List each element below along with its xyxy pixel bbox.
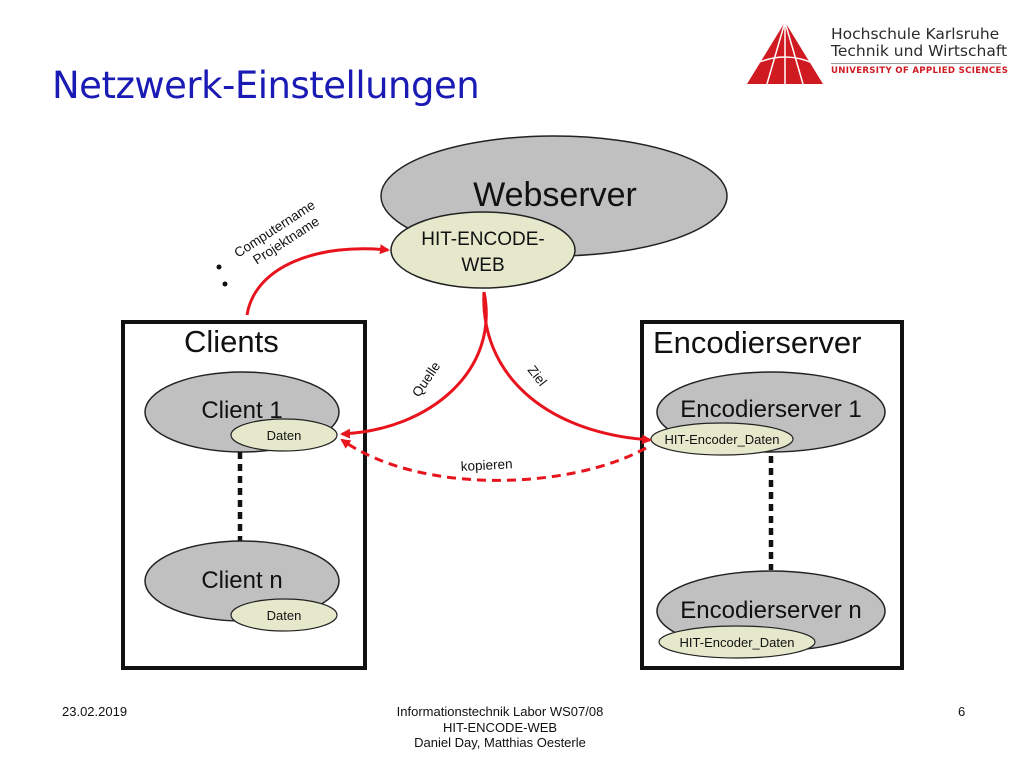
annotation-dot bbox=[216, 264, 222, 270]
encodierserver-heading: Encodierserver bbox=[653, 325, 861, 360]
arrow-kopieren bbox=[340, 438, 647, 482]
university-logo: Hochschule Karlsruhe Technik und Wirtsch… bbox=[745, 20, 1009, 120]
kopieren-label: kopieren bbox=[460, 456, 513, 474]
encodierserver-n-label: Encodierserver n bbox=[680, 597, 861, 624]
webserver-label: Webserver bbox=[473, 176, 637, 214]
clients-heading: Clients bbox=[184, 324, 279, 359]
computer-project-annotation: Computername Projektname bbox=[231, 197, 322, 267]
hit-encode-web-label-line2: WEB bbox=[461, 255, 504, 276]
client-n-daten-label: Daten bbox=[267, 608, 302, 623]
ziel-label: Ziel bbox=[525, 363, 550, 389]
encodierserver-n-daten-label: HIT-Encoder_Daten bbox=[680, 635, 795, 650]
encodierserver-n-daten-node bbox=[658, 625, 816, 659]
logo-line-1: Hochschule Karlsruhe bbox=[831, 25, 1000, 43]
logo-line-3: UNIVERSITY OF APPLIED SCIENCES bbox=[831, 66, 1009, 76]
client-1-daten-label: Daten bbox=[267, 428, 302, 443]
footer-authors: Daniel Day, Matthias Oesterle bbox=[414, 735, 586, 750]
annotation-dot bbox=[222, 281, 228, 287]
hit-encode-web-node bbox=[390, 211, 576, 289]
footer-date: 23.02.2019 bbox=[62, 704, 128, 719]
arrow-ziel bbox=[482, 291, 652, 445]
encodierserver-1-label: Encodierserver 1 bbox=[680, 396, 861, 423]
logo-tent-icon bbox=[747, 21, 823, 85]
quelle-label: Quelle bbox=[409, 359, 443, 400]
page-title: Netzwerk-Einstellungen bbox=[52, 64, 480, 107]
page-number: 6 bbox=[958, 704, 966, 719]
client-n-label: Client n bbox=[201, 567, 282, 594]
footer-center: Informationstechnik Labor WS07/08 HIT-EN… bbox=[300, 704, 700, 751]
footer-course: Informationstechnik Labor WS07/08 bbox=[396, 704, 604, 719]
hit-encode-web-label-line1: HIT-ENCODE- bbox=[421, 229, 545, 250]
client-n-daten-node bbox=[230, 598, 338, 632]
logo-line-2: Technik und Wirtschaft bbox=[831, 42, 1008, 60]
client-1-daten-node bbox=[230, 418, 338, 452]
arrow-client-to-webserver bbox=[245, 244, 390, 316]
logo-divider bbox=[831, 63, 1001, 64]
encodierserver-1-daten-label: HIT-Encoder_Daten bbox=[665, 432, 780, 447]
footer-project: HIT-ENCODE-WEB bbox=[442, 719, 558, 735]
